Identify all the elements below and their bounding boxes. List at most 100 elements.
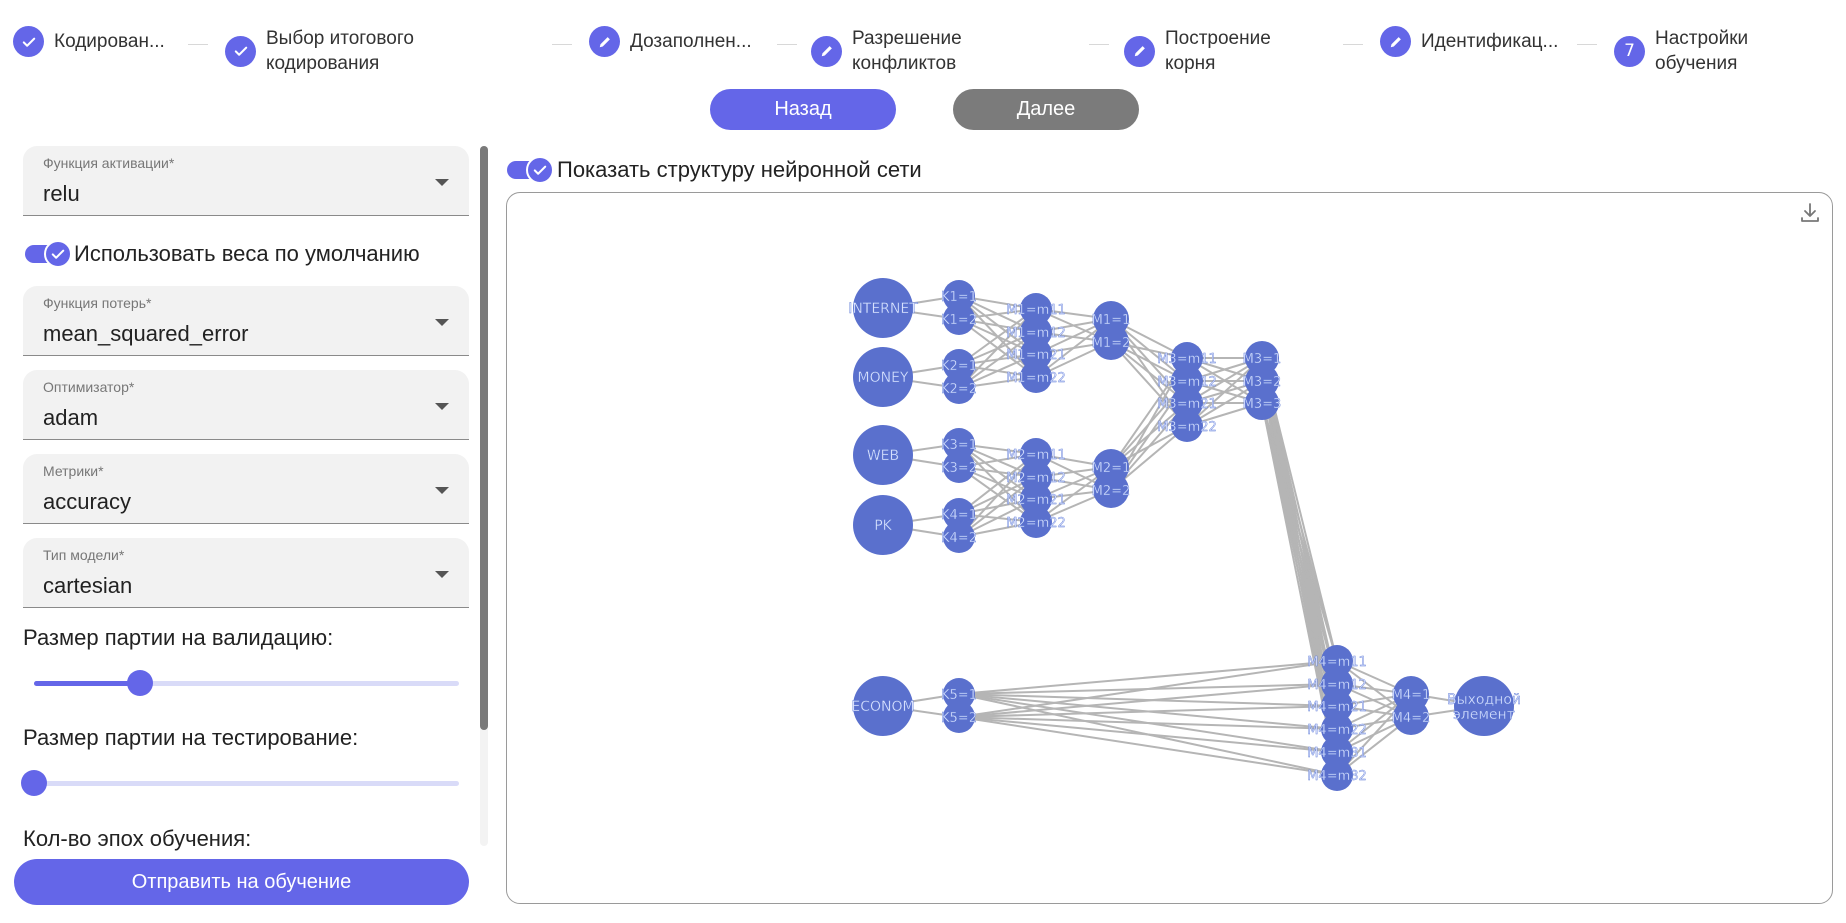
- graph-node-circle: [943, 521, 975, 553]
- graph-node-circle: [1020, 438, 1052, 470]
- graph-node[interactable]: M1=m21: [1006, 338, 1066, 370]
- graph-node-circle: [1171, 410, 1203, 442]
- field-label: Оптимизатор: [43, 379, 129, 395]
- graph-node[interactable]: M2=m21: [1006, 483, 1066, 515]
- graph-node[interactable]: K2=2: [941, 372, 977, 404]
- settings-panel: Функция активации* relu Использовать вес…: [0, 140, 480, 923]
- graph-node-circle: [1171, 342, 1203, 374]
- graph-edge: [958, 660, 1338, 695]
- graph-node[interactable]: K4=2: [941, 521, 977, 553]
- epochs-label: Кол-во эпох обучения:: [23, 826, 252, 851]
- graph-node[interactable]: INTERNET: [848, 278, 918, 338]
- graph-node[interactable]: MONEY: [853, 347, 913, 407]
- graph-node[interactable]: M3=m22: [1157, 410, 1217, 442]
- graph-node[interactable]: K1=1: [941, 280, 977, 312]
- graph-node-circle: [1020, 461, 1052, 493]
- graph-node[interactable]: K5=2: [941, 701, 977, 733]
- graph-node[interactable]: M4=2: [1391, 699, 1431, 735]
- graph-node-label: WEB: [867, 448, 899, 464]
- graph-node[interactable]: K1=2: [941, 303, 977, 335]
- graph-edge: [958, 476, 1037, 538]
- graph-node[interactable]: M4=m11: [1307, 645, 1367, 677]
- slider-fill: [34, 681, 141, 686]
- check-icon: [526, 156, 554, 184]
- test-batch-slider[interactable]: [21, 770, 459, 796]
- graph-node[interactable]: K2=1: [941, 349, 977, 381]
- slider-thumb[interactable]: [21, 770, 47, 796]
- graph-node[interactable]: M3=m11: [1157, 342, 1217, 374]
- validation-batch-slider[interactable]: [34, 670, 459, 696]
- graph-node[interactable]: M1=2: [1091, 324, 1131, 360]
- step-divider: [1577, 44, 1597, 45]
- show-structure-toggle[interactable]: [507, 156, 554, 184]
- graph-node[interactable]: M1=m12: [1006, 316, 1066, 348]
- graph-node-label: K2=2: [941, 382, 977, 397]
- activation-select[interactable]: Функция активации* relu: [23, 146, 469, 216]
- graph-node[interactable]: M3=m12: [1157, 365, 1217, 397]
- graph-node-circle: [1020, 361, 1052, 393]
- graph-node-circle: [943, 678, 975, 710]
- graph-node[interactable]: M3=m21: [1157, 387, 1217, 419]
- graph-node-circle: [1093, 324, 1129, 360]
- optimizer-select[interactable]: Оптимизатор* adam: [23, 370, 469, 440]
- graph-node-label: K5=2: [941, 711, 977, 726]
- graph-node[interactable]: M4=m21: [1307, 690, 1367, 722]
- submit-training-button[interactable]: Отправить на обучение: [14, 859, 469, 905]
- graph-node[interactable]: M4=m12: [1307, 668, 1367, 700]
- graph-node[interactable]: M1=m22: [1006, 361, 1066, 393]
- graph-node-circle: [943, 280, 975, 312]
- metrics-select[interactable]: Метрики* accuracy: [23, 454, 469, 524]
- graph-node-circle: [1020, 293, 1052, 325]
- graph-node[interactable]: ECONOM: [851, 676, 915, 736]
- graph-node-circle: [943, 451, 975, 483]
- graph-node[interactable]: K4=1: [941, 498, 977, 530]
- graph-node[interactable]: M4=m22: [1307, 713, 1367, 745]
- graph-node-circle: [1393, 699, 1429, 735]
- graph-node[interactable]: M2=2: [1091, 472, 1131, 508]
- graph-node[interactable]: WEB: [853, 425, 913, 485]
- step-label: Идентификац...: [1421, 31, 1559, 52]
- step-fill[interactable]: Дозаполнен...: [589, 26, 752, 57]
- graph-node[interactable]: K3=2: [941, 451, 977, 483]
- graph-node-label: MONEY: [858, 370, 909, 386]
- graph-node-label: K2=1: [941, 359, 977, 374]
- step-encoding[interactable]: Кодирован...: [13, 26, 165, 57]
- graph-node-circle: [1093, 472, 1129, 508]
- next-button[interactable]: Далее: [953, 89, 1139, 130]
- graph-edge: [958, 683, 1338, 718]
- graph-node-circle: [1020, 483, 1052, 515]
- dropdown-arrow-icon: [435, 487, 449, 494]
- graph-node[interactable]: M2=m11: [1006, 438, 1066, 470]
- default-weights-toggle[interactable]: [25, 240, 72, 268]
- graph-node[interactable]: M1=m11: [1006, 293, 1066, 325]
- graph-node[interactable]: M4=m31: [1307, 736, 1367, 768]
- slider-thumb[interactable]: [127, 670, 154, 696]
- graph-node-circle: [943, 372, 975, 404]
- step-divider: [777, 44, 797, 45]
- required-mark: *: [128, 379, 135, 395]
- graph-node[interactable]: K3=1: [941, 428, 977, 460]
- graph-node[interactable]: M3=3: [1242, 386, 1282, 420]
- graph-node-circle: [1321, 690, 1353, 722]
- step-divider: [188, 44, 208, 45]
- back-button[interactable]: Назад: [710, 89, 896, 130]
- model-type-select[interactable]: Тип модели* cartesian: [23, 538, 469, 608]
- graph-node-circle: [853, 425, 913, 485]
- graph-node[interactable]: K5=1: [941, 678, 977, 710]
- download-icon[interactable]: [1798, 201, 1822, 225]
- loss-select[interactable]: Функция потерь* mean_squared_error: [23, 286, 469, 356]
- graph-node[interactable]: M4=m32: [1307, 759, 1367, 791]
- graph-node[interactable]: M2=m22: [1006, 506, 1066, 538]
- graph-node-label: M4=m11: [1307, 655, 1367, 670]
- graph-node[interactable]: M1=1: [1091, 301, 1131, 337]
- graph-node-label: M2=m22: [1006, 516, 1066, 531]
- step-identification[interactable]: Идентификац...: [1380, 26, 1558, 57]
- graph-node[interactable]: M2=m12: [1006, 461, 1066, 493]
- graph-node[interactable]: PK: [853, 495, 913, 555]
- scrollbar[interactable]: [480, 146, 488, 730]
